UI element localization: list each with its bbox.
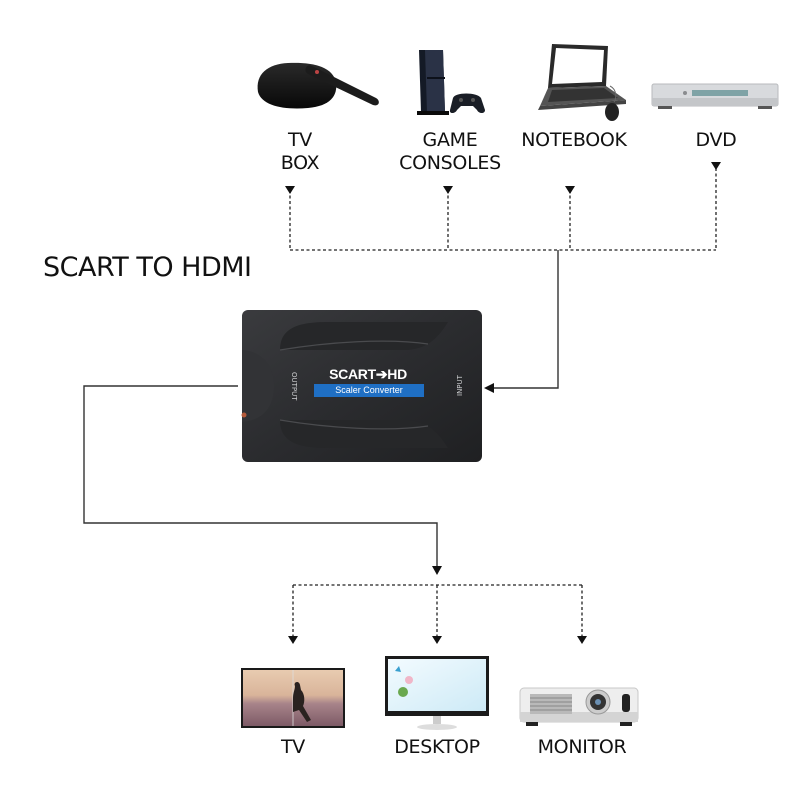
projector-icon <box>519 687 639 726</box>
arrow-notebook <box>565 186 575 194</box>
converter-brand: SCART➔HD <box>329 366 407 382</box>
arrow-monitor <box>577 636 587 644</box>
output-wire <box>83 385 438 568</box>
output-label-desktop: DESKTOP <box>394 736 480 758</box>
tv-icon <box>241 668 345 728</box>
input-label-tv-box: TV BOX <box>250 129 350 175</box>
arrow-output-down <box>432 566 442 575</box>
arrow-game-consoles <box>443 186 453 194</box>
output-port-label: OUTPUT <box>290 371 298 401</box>
arrow-tv-box <box>285 186 295 194</box>
arrow-input <box>484 383 494 393</box>
diagram-title: SCART TO HDMI <box>43 252 252 283</box>
input-label-dvd: DVD <box>676 129 756 152</box>
arrow-dvd <box>711 162 721 170</box>
output-label-tv: TV <box>280 736 305 758</box>
arrow-tv <box>288 636 298 644</box>
arrow-desktop <box>432 636 442 644</box>
game-console-icon <box>417 50 485 115</box>
laptop-icon <box>538 44 626 121</box>
input-wire <box>492 250 559 389</box>
scart-hdmi-converter: OUTPUT INPUT SCART➔HD Scaler Converter <box>238 308 484 463</box>
notebook-label: NOTEBOOK <box>521 129 627 151</box>
game-consoles-label-line2: CONSOLES <box>399 152 501 174</box>
dvd-player-icon <box>651 83 779 109</box>
converter-subtitle-band: Scaler Converter <box>314 384 424 397</box>
output-label-monitor: MONITOR <box>537 736 627 758</box>
input-label-game-consoles: GAME CONSOLES <box>390 129 510 175</box>
input-port-label: INPUT <box>456 375 464 397</box>
game-consoles-label-line1: GAME <box>422 129 478 151</box>
tv-box-label-line2: BOX <box>280 152 320 174</box>
desktop-monitor-icon <box>385 656 489 730</box>
tv-box-icon <box>257 62 379 109</box>
input-label-notebook: NOTEBOOK <box>512 129 636 152</box>
tv-box-label-line1: TV <box>287 129 312 151</box>
dvd-label: DVD <box>695 129 737 151</box>
